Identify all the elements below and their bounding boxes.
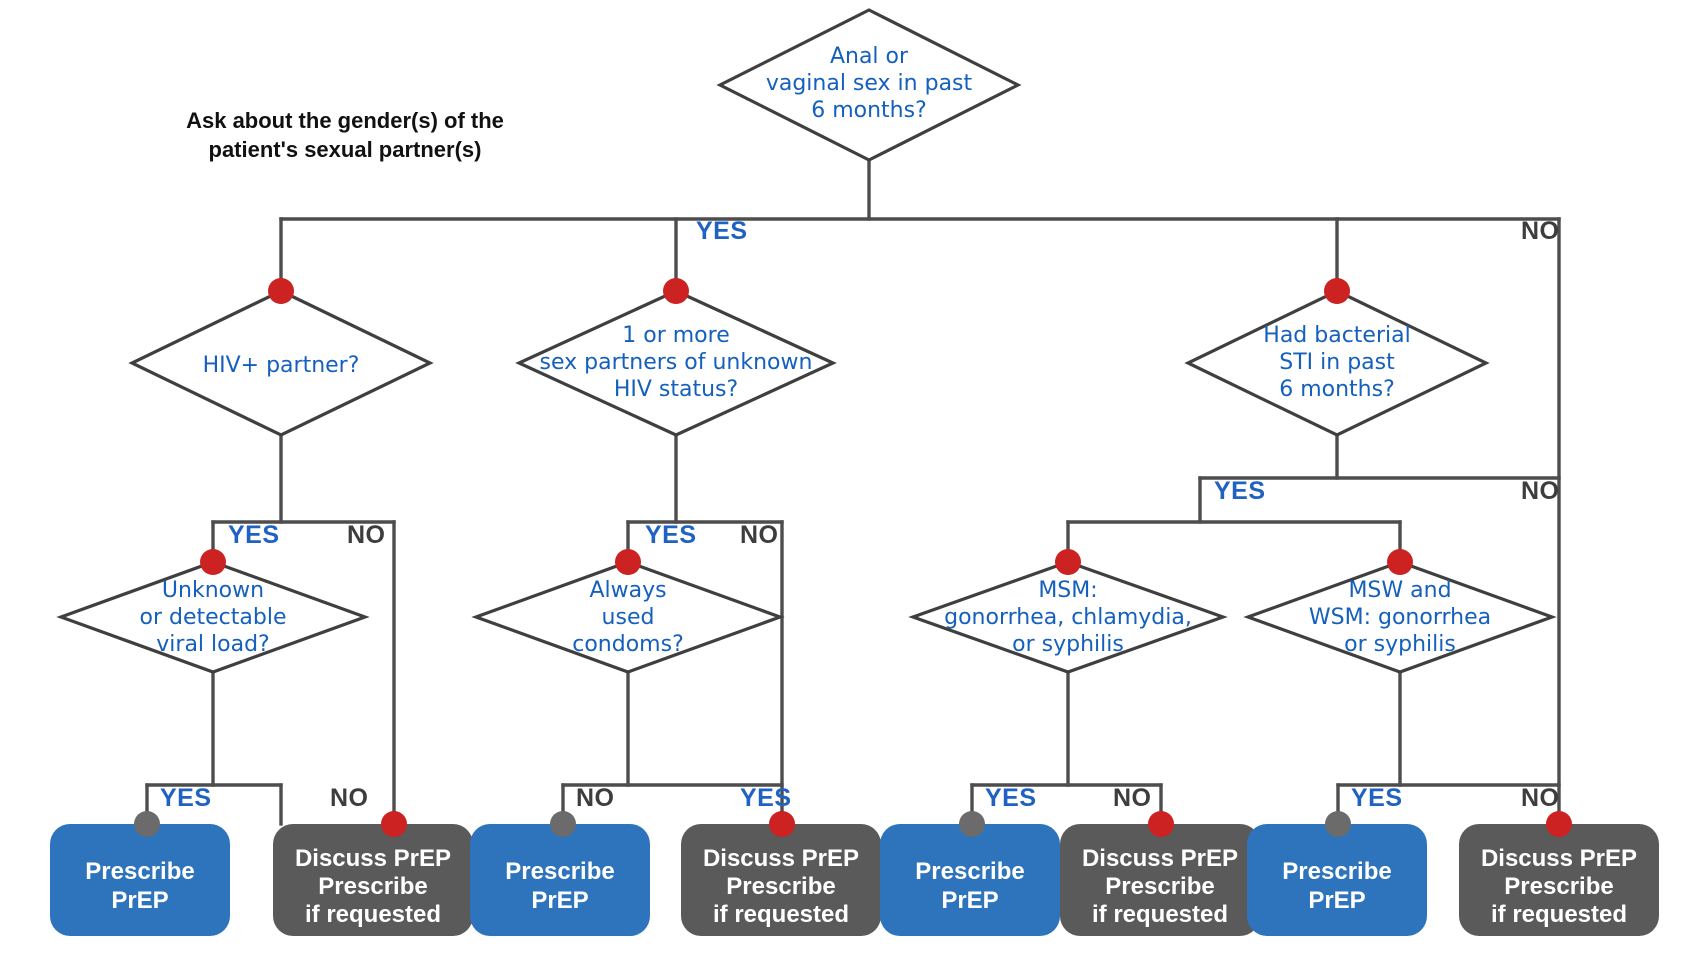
connector-dot-msw-wsm (1387, 549, 1413, 575)
edge-layer (145, 158, 1561, 826)
outcome-3[interactable]: Prescribe PrEP (470, 824, 650, 936)
outcome-5[interactable]: Prescribe PrEP (880, 824, 1060, 936)
outcome-1[interactable]: Prescribe PrEP (50, 824, 230, 936)
decision-hiv-partner[interactable]: HIV+ partner? (128, 289, 434, 437)
decision-msw-wsm-line1: MSW and (1348, 578, 1451, 603)
branch-label-mswwsm-yes: YES (1351, 784, 1403, 812)
decision-bacterial-sti[interactable]: Had bacterial STI in past 6 months? (1184, 289, 1490, 437)
branch-label-unknown-no: NO (740, 521, 779, 549)
outcome-4-line2: Prescribe (726, 873, 835, 900)
decision-unknown-status-line3: HIV status? (614, 377, 738, 402)
decision-viral-load-line2: or detectable (140, 605, 287, 630)
outcome-7-line1: Prescribe (1282, 858, 1391, 885)
connector-dot-hiv-partner (268, 278, 294, 304)
outcome-8-line2: Prescribe (1504, 873, 1613, 900)
connector-dot-outcome-2 (381, 811, 407, 837)
connector-dot-outcome-5 (959, 811, 985, 837)
connector-dot-outcome-6 (1148, 811, 1174, 837)
decision-msm[interactable]: MSM: gonorrhea, chlamydia, or syphilis (908, 560, 1228, 674)
decision-root-line1: Anal or (830, 44, 909, 69)
connector-dot-outcome-4 (769, 811, 795, 837)
branch-label-root-yes: YES (696, 217, 748, 245)
decision-msm-line3: or syphilis (1012, 632, 1124, 657)
decision-msm-line1: MSM: (1038, 578, 1097, 603)
branch-label-condoms-yes: YES (740, 784, 792, 812)
connector-dot-outcome-3 (550, 811, 576, 837)
decision-viral-load[interactable]: Unknown or detectable viral load? (56, 560, 370, 674)
outcome-1-line2: PrEP (111, 887, 168, 914)
decision-condoms-line1: Always (589, 578, 666, 603)
outcome-3-line1: Prescribe (505, 858, 614, 885)
decision-msm-line2: gonorrhea, chlamydia, (944, 605, 1192, 630)
outcome-1-line1: Prescribe (85, 858, 194, 885)
connector-dot-bacterial-sti (1324, 278, 1350, 304)
branch-label-root-no: NO (1521, 217, 1560, 245)
decision-bacterial-sti-line1: Had bacterial (1263, 323, 1410, 348)
decision-root[interactable]: Anal or vaginal sex in past 6 months? (716, 8, 1022, 162)
decision-unknown-status-line2: sex partners of unknown (540, 350, 813, 375)
connector-dot-outcome-1 (134, 811, 160, 837)
branch-label-condoms-no: NO (576, 784, 615, 812)
decision-msw-wsm[interactable]: MSW and WSM: gonorrhea or syphilis (1243, 560, 1557, 674)
decision-viral-load-line1: Unknown (162, 578, 264, 603)
branch-label-msm-no: NO (1113, 784, 1152, 812)
outcome-6-line1: Discuss PrEP (1082, 845, 1238, 872)
decision-condoms-line2: used (602, 605, 655, 630)
outcome-6-line3: if requested (1092, 901, 1228, 928)
outcome-8-line3: if requested (1491, 901, 1627, 928)
branch-label-sti-yes: YES (1214, 477, 1266, 505)
outcome-6[interactable]: Discuss PrEP Prescribe if requested (1060, 824, 1260, 936)
decision-hiv-partner-line1: HIV+ partner? (203, 353, 360, 378)
outcome-3-line2: PrEP (531, 887, 588, 914)
instruction-line1: Ask about the gender(s) of the (186, 108, 504, 133)
outcome-8[interactable]: Discuss PrEP Prescribe if requested (1459, 824, 1659, 936)
decision-msw-wsm-line2: WSM: gonorrhea (1309, 605, 1491, 630)
outcome-5-line1: Prescribe (915, 858, 1024, 885)
decision-bacterial-sti-line3: 6 months? (1279, 377, 1395, 402)
connector-dot-condoms (615, 549, 641, 575)
outcome-7[interactable]: Prescribe PrEP (1247, 824, 1427, 936)
branch-label-hiv-no: NO (347, 521, 386, 549)
decision-viral-load-line3: viral load? (156, 632, 269, 657)
outcome-4-line1: Discuss PrEP (703, 845, 859, 872)
branch-label-hiv-yes: YES (228, 521, 280, 549)
decision-unknown-status[interactable]: 1 or more sex partners of unknown HIV st… (515, 289, 837, 437)
branch-label-viral-yes: YES (160, 784, 212, 812)
connector-dot-msm (1055, 549, 1081, 575)
outcome-5-line2: PrEP (941, 887, 998, 914)
branch-label-mswwsm-no: NO (1521, 784, 1560, 812)
decision-bacterial-sti-line2: STI in past (1279, 350, 1395, 375)
decision-condoms-line3: condoms? (572, 632, 684, 657)
decision-unknown-status-line1: 1 or more (622, 323, 729, 348)
outcome-2-line3: if requested (305, 901, 441, 928)
outcome-6-line2: Prescribe (1105, 873, 1214, 900)
instruction-note: Ask about the gender(s) of the patient's… (186, 108, 504, 162)
connector-dot-unknown-status (663, 278, 689, 304)
outcome-7-line2: PrEP (1308, 887, 1365, 914)
outcome-8-line1: Discuss PrEP (1481, 845, 1637, 872)
branch-label-unknown-yes: YES (645, 521, 697, 549)
outcome-2-line2: Prescribe (318, 873, 427, 900)
branch-label-sti-no: NO (1521, 477, 1560, 505)
decision-condoms[interactable]: Always used condoms? (471, 560, 785, 674)
outcome-4[interactable]: Discuss PrEP Prescribe if requested (681, 824, 881, 936)
decision-msw-wsm-line3: or syphilis (1344, 632, 1456, 657)
connector-dot-outcome-7 (1325, 811, 1351, 837)
decision-root-line3: 6 months? (811, 98, 927, 123)
instruction-line2: patient's sexual partner(s) (209, 137, 482, 162)
decision-root-line2: vaginal sex in past (766, 71, 973, 96)
connector-dot-outcome-8 (1546, 811, 1572, 837)
outcome-2-line1: Discuss PrEP (295, 845, 451, 872)
outcome-2[interactable]: Discuss PrEP Prescribe if requested (273, 824, 473, 936)
connector-dot-viral-load (200, 549, 226, 575)
branch-label-msm-yes: YES (985, 784, 1037, 812)
outcome-4-line3: if requested (713, 901, 849, 928)
branch-label-viral-no: NO (330, 784, 369, 812)
